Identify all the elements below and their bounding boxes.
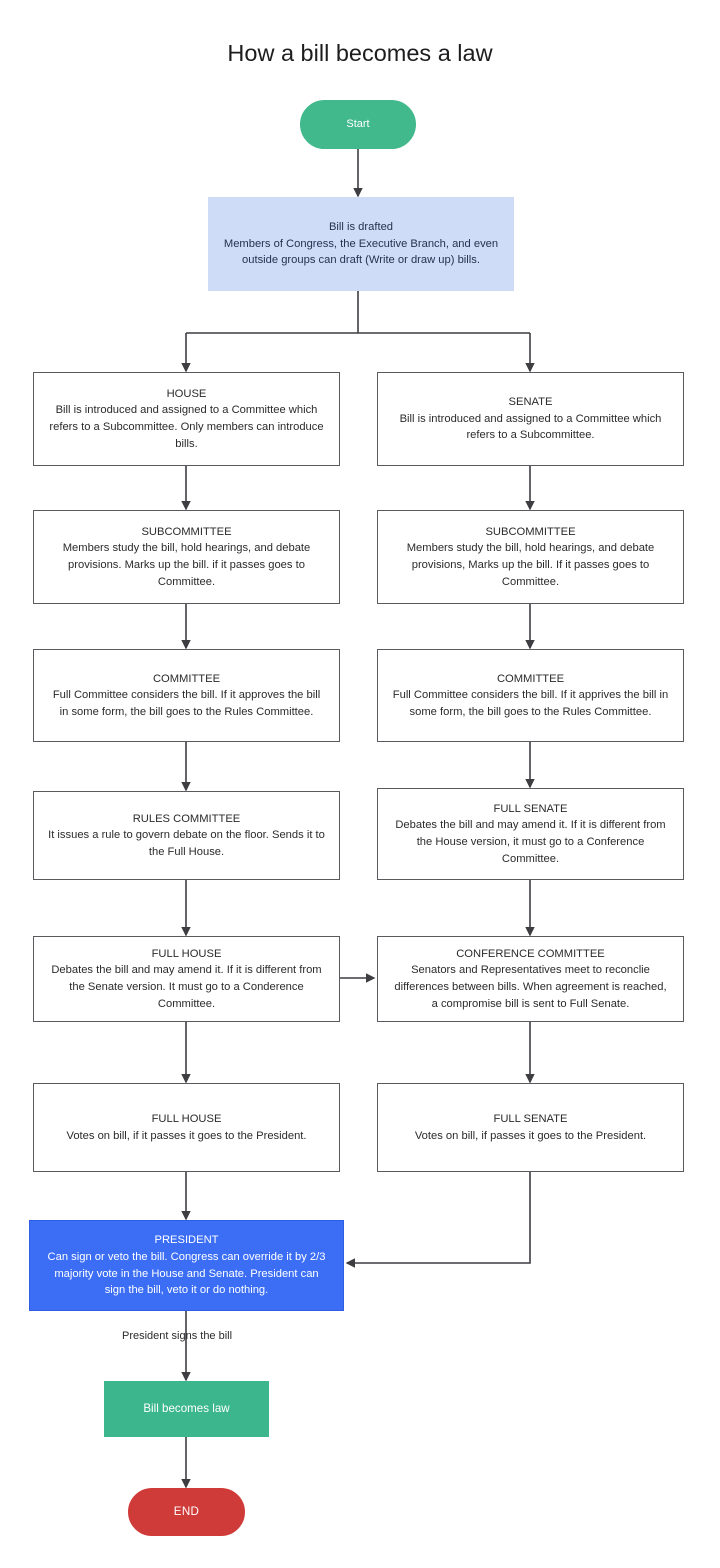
node-house-committee-title: COMMITTEE <box>152 672 221 685</box>
node-senate-subcommittee-body: Members study the bill, hold hearings, a… <box>406 542 655 588</box>
node-full-senate-debate-title: FULL SENATE <box>493 802 568 815</box>
node-rules-committee[interactable]: RULES COMMITTEE It issues a rule to gove… <box>33 791 340 880</box>
node-full-senate-vote[interactable]: FULL SENATE Votes on bill, if passes it … <box>377 1083 684 1172</box>
node-house-committee-body: Full Committee considers the bill. If it… <box>52 689 321 718</box>
node-start-label: Start <box>346 118 370 131</box>
node-senate-committee[interactable]: COMMITTEE Full Committee considers the b… <box>377 649 684 742</box>
node-full-house-debate-body: Debates the bill and may amend it. If it… <box>51 964 322 1010</box>
node-conference-committee[interactable]: CONFERENCE COMMITTEE Senators and Repres… <box>377 936 684 1022</box>
node-full-senate-vote-title: FULL SENATE <box>493 1112 568 1125</box>
node-bill-drafted-title: Bill is drafted <box>328 221 394 234</box>
node-bill-becomes-law-label: Bill becomes law <box>143 1402 230 1416</box>
node-house-subcommittee-body: Members study the bill, hold hearings, a… <box>62 542 311 588</box>
node-senate-subcommittee[interactable]: SUBCOMMITTEE Members study the bill, hol… <box>377 510 684 604</box>
node-full-senate-vote-body: Votes on bill, if passes it goes to the … <box>414 1129 647 1142</box>
node-rules-committee-body: It issues a rule to govern debate on the… <box>48 829 325 858</box>
node-house-intro-title: HOUSE <box>166 387 207 400</box>
node-full-senate-debate-body: Debates the bill and may amend it. If it… <box>395 819 666 865</box>
node-senate-intro-title: SENATE <box>508 396 553 409</box>
node-full-house-vote-body: Votes on bill, if it passes it goes to t… <box>66 1129 307 1142</box>
node-president-title: PRESIDENT <box>154 1234 219 1247</box>
node-house-subcommittee[interactable]: SUBCOMMITTEE Members study the bill, hol… <box>33 510 340 604</box>
node-end[interactable]: END <box>128 1488 245 1536</box>
node-conference-committee-body: Senators and Representatives meet to rec… <box>394 964 667 1010</box>
node-end-label: END <box>173 1505 200 1519</box>
node-senate-committee-title: COMMITTEE <box>496 672 565 685</box>
node-full-house-vote-title: FULL HOUSE <box>151 1112 222 1125</box>
node-house-committee[interactable]: COMMITTEE Full Committee considers the b… <box>33 649 340 742</box>
page-title: How a bill becomes a law <box>227 40 493 66</box>
node-senate-subcommittee-title: SUBCOMMITTEE <box>485 525 576 538</box>
node-senate-committee-body: Full Committee considers the bill. If it… <box>392 689 669 718</box>
node-house-intro[interactable]: HOUSE Bill is introduced and assigned to… <box>33 372 340 466</box>
node-senate-intro-body: Bill is introduced and assigned to a Com… <box>399 412 662 442</box>
node-start[interactable]: Start <box>300 100 416 149</box>
edge-label-president-signs: President signs the bill <box>122 1330 233 1342</box>
node-rules-committee-title: RULES COMMITTEE <box>132 812 241 825</box>
node-full-house-vote[interactable]: FULL HOUSE Votes on bill, if it passes i… <box>33 1083 340 1172</box>
node-house-intro-body: Bill is introduced and assigned to a Com… <box>49 404 324 450</box>
node-bill-drafted[interactable]: Bill is drafted Members of Congress, the… <box>208 197 514 291</box>
node-full-senate-debate[interactable]: FULL SENATE Debates the bill and may ame… <box>377 788 684 880</box>
node-bill-drafted-body: Members of Congress, the Executive Branc… <box>223 237 499 267</box>
node-president-body: Can sign or veto the bill. Congress can … <box>47 1250 326 1297</box>
node-full-house-debate[interactable]: FULL HOUSE Debates the bill and may amen… <box>33 936 340 1022</box>
node-house-subcommittee-title: SUBCOMMITTEE <box>141 525 232 538</box>
node-conference-committee-title: CONFERENCE COMMITTEE <box>456 947 605 960</box>
node-full-house-debate-title: FULL HOUSE <box>151 947 222 960</box>
node-senate-intro[interactable]: SENATE Bill is introduced and assigned t… <box>377 372 684 466</box>
node-president[interactable]: PRESIDENT Can sign or veto the bill. Con… <box>29 1220 344 1311</box>
node-bill-becomes-law[interactable]: Bill becomes law <box>104 1381 269 1437</box>
